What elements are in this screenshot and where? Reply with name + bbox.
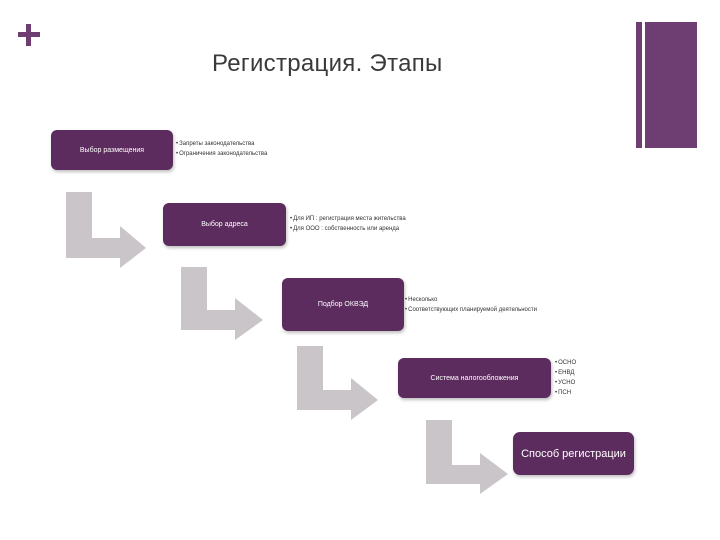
step-note: ПСН	[555, 388, 576, 398]
step-box-placement: Выбор размещения	[51, 130, 173, 170]
step-notes-taxation: ОСНО ЕНВД УСНО ПСН	[555, 358, 576, 398]
step-box-address: Выбор адреса	[163, 203, 286, 246]
step-box-taxation: Система налогообложения	[398, 358, 551, 398]
step-notes-placement: Запреты законодательства Ограничения зак…	[176, 139, 267, 159]
plus-icon	[18, 24, 40, 46]
slide-title: Регистрация. Этапы	[212, 50, 443, 77]
step-box-okved: Подбор ОКВЭД	[282, 278, 404, 331]
step-box-registration-method: Способ регистрации	[513, 432, 634, 475]
step-note: Несколько	[405, 295, 537, 305]
step-note: УСНО	[555, 378, 576, 388]
step-note: ОСНО	[555, 358, 576, 368]
step-note: Ограничения законодательства	[176, 149, 267, 159]
step-note: Соответствующих планируемой деятельности	[405, 305, 537, 315]
corner-bar-wide	[645, 22, 697, 148]
step-notes-address: Для ИП : регистрация места жительства Дл…	[290, 214, 406, 234]
step-note: Запреты законодательства	[176, 139, 267, 149]
step-notes-okved: Несколько Соответствующих планируемой де…	[405, 295, 537, 315]
step-note: Для ООО : собственность или аренда	[290, 224, 406, 234]
corner-bar-thin	[636, 22, 642, 148]
bent-arrow-2	[181, 267, 263, 340]
bent-arrow-3	[297, 346, 378, 420]
step-note: ЕНВД	[555, 368, 576, 378]
step-note: Для ИП : регистрация места жительства	[290, 214, 406, 224]
bent-arrow-4	[426, 420, 508, 494]
bent-arrow-1	[66, 192, 146, 268]
